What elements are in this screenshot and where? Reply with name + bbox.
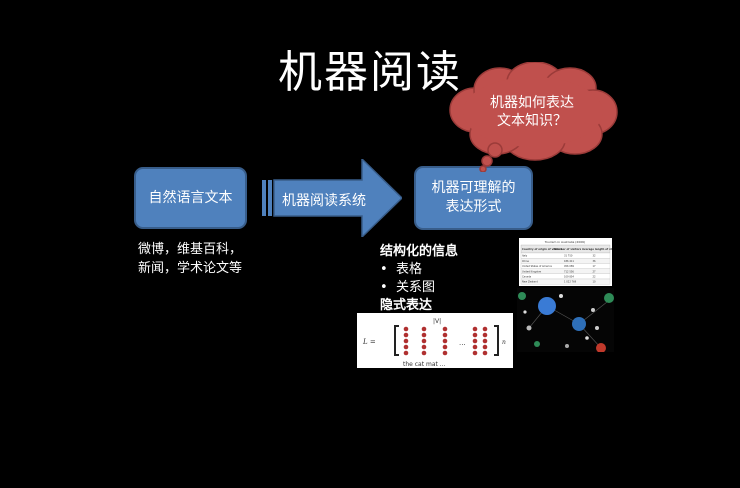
table-caption: Tourism in Australia (2006) bbox=[544, 240, 585, 244]
list-item-label: 表格 bbox=[396, 262, 423, 277]
table-cell: Canada bbox=[522, 276, 532, 279]
table-cell: United Kingdom bbox=[522, 270, 542, 273]
embedding-matrix-image: L = |V| n ... the cat mat ... bbox=[357, 313, 513, 368]
matrix-dot bbox=[421, 326, 427, 332]
cloud-question: 机器如何表达 文本知识？ bbox=[490, 95, 574, 129]
matrix-dot bbox=[472, 338, 478, 344]
matrix-dot bbox=[472, 350, 478, 356]
matrix-dot bbox=[421, 350, 427, 356]
implicit-heading: 隐式表达 bbox=[380, 298, 433, 313]
page-title: 机器阅读 bbox=[278, 47, 462, 98]
matrix-dot bbox=[472, 326, 478, 332]
arrow-label: 机器阅读系统 bbox=[282, 193, 366, 209]
table-cell: 17 bbox=[593, 265, 597, 268]
matrix-dot bbox=[442, 344, 448, 350]
matrix-dot bbox=[482, 344, 488, 350]
table-header: Country of origin of visitors bbox=[522, 247, 563, 251]
matrix-dot bbox=[403, 332, 409, 338]
machine-representation-box: 机器可理解的 表达形式 bbox=[414, 166, 533, 230]
table-cell: United States of America bbox=[522, 265, 552, 268]
matrix-dot bbox=[403, 326, 409, 332]
matrix-dot bbox=[482, 350, 488, 356]
matrix-dot bbox=[442, 350, 448, 356]
table-thumbnail: Tourism in Australia (2006) Country of o… bbox=[519, 238, 628, 286]
table-cell: 1 022 769 bbox=[564, 281, 577, 284]
relation-graph-thumbnail bbox=[517, 288, 614, 353]
matrix-dot bbox=[482, 332, 488, 338]
matrix-dot bbox=[472, 344, 478, 350]
matrix-word-labels: the cat mat ... bbox=[403, 361, 446, 368]
matrix-dot bbox=[403, 344, 409, 350]
table-cell: Italy bbox=[522, 255, 528, 258]
matrix-dot bbox=[421, 338, 427, 344]
matrix-top-label: |V| bbox=[433, 318, 441, 325]
source-box-label: 自然语言文本 bbox=[148, 189, 233, 206]
table-cell: 31 750 bbox=[564, 255, 573, 258]
table-header: Average length of stay (nights) bbox=[582, 247, 612, 251]
table-cell: 712 556 bbox=[564, 270, 574, 273]
list-item: •关系图 bbox=[380, 280, 436, 295]
matrix-dot bbox=[442, 338, 448, 344]
matrix-dot bbox=[421, 332, 427, 338]
matrix-dot bbox=[482, 338, 488, 344]
list-item: •表格 bbox=[380, 262, 423, 277]
reading-system-arrow bbox=[262, 159, 402, 237]
matrix-left-label: L = bbox=[362, 338, 376, 346]
matrix-dot bbox=[472, 332, 478, 338]
matrix-ellipsis: ... bbox=[459, 339, 466, 347]
table-cell: 10 bbox=[593, 281, 597, 284]
matrix-dot bbox=[482, 326, 488, 332]
table-header: Number of visitors bbox=[554, 247, 582, 251]
representation-list: 结构化的信息 •表格 •关系图 隐式表达 bbox=[380, 243, 458, 315]
target-box-label: 机器可理解的 表达形式 bbox=[431, 180, 516, 215]
table-cell: 32 bbox=[593, 255, 597, 258]
source-example-line: 微博，维基百科， bbox=[138, 242, 243, 257]
table-cell: 186 411 bbox=[564, 260, 574, 263]
structured-heading: 结构化的信息 bbox=[380, 244, 459, 259]
table-cell: 27 bbox=[593, 270, 597, 273]
source-example-line: 新闻，学术论文等 bbox=[138, 261, 243, 276]
matrix-dot bbox=[442, 326, 448, 332]
natural-language-text-box: 自然语言文本 bbox=[134, 167, 247, 229]
matrix-dot bbox=[421, 344, 427, 350]
thought-cloud bbox=[449, 62, 618, 172]
table-cell: 109 854 bbox=[564, 276, 574, 279]
table-cell: New Zealand bbox=[522, 281, 538, 284]
table-cell: China bbox=[522, 260, 529, 263]
matrix-dot bbox=[403, 350, 409, 356]
table-cell: 456 089 bbox=[564, 265, 574, 268]
matrix-dot bbox=[442, 332, 448, 338]
source-examples: 微博，维基百科， 新闻，学术论文等 bbox=[138, 240, 242, 278]
matrix-dot bbox=[403, 338, 409, 344]
table-cell: 22 bbox=[593, 276, 597, 279]
list-item-label: 关系图 bbox=[396, 280, 436, 295]
table-cell: 36 bbox=[593, 260, 597, 263]
matrix-right-label: n bbox=[502, 339, 506, 346]
